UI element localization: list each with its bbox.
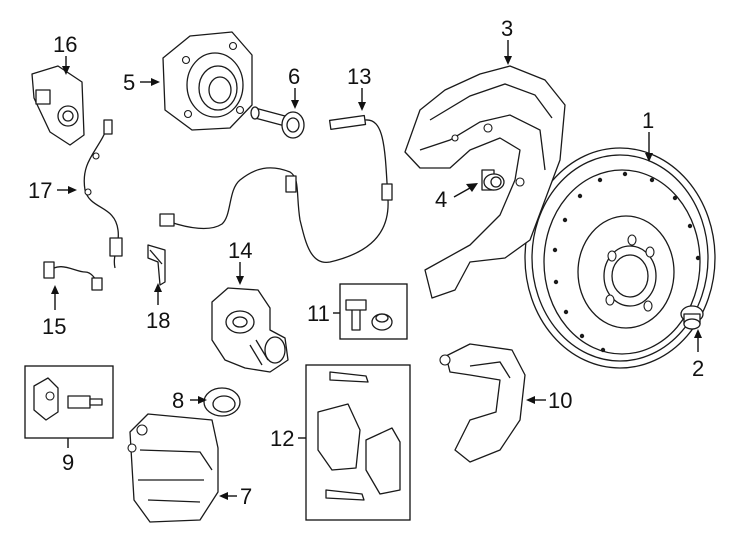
caliper-bracket xyxy=(439,343,526,463)
callout-8: 8 xyxy=(172,388,184,413)
flange-bolt xyxy=(481,169,505,191)
callout-13: 13 xyxy=(347,64,371,89)
hub-bolt xyxy=(250,106,305,139)
parking-brake-motor xyxy=(211,287,289,373)
callout-18: 18 xyxy=(146,308,170,333)
plug-bolt xyxy=(680,305,704,330)
wear-sensor-harness xyxy=(159,114,393,263)
callout-12: 12 xyxy=(270,426,294,451)
abs-sensor xyxy=(31,65,85,146)
callout-2: 2 xyxy=(692,356,704,381)
callout-9: 9 xyxy=(62,450,74,475)
callout-3: 3 xyxy=(501,16,513,41)
callout-4: 4 xyxy=(435,187,447,212)
piston-seal xyxy=(203,387,241,417)
brake-rotor xyxy=(524,147,716,369)
splash-shield xyxy=(404,65,566,299)
sensor-wire xyxy=(43,261,103,291)
callout-11: 11 xyxy=(307,301,330,326)
abs-sensor-harness xyxy=(83,119,123,269)
callout-14: 14 xyxy=(228,238,252,263)
callout-5: 5 xyxy=(123,70,135,95)
leader-lines xyxy=(51,40,702,500)
sensor-connector-kit xyxy=(24,365,114,439)
callout-labels: 1 2 3 4 5 6 7 8 9 10 11 12 13 14 15 16 1… xyxy=(28,16,704,509)
callout-10: 10 xyxy=(548,388,572,413)
callout-1: 1 xyxy=(642,108,654,133)
clip xyxy=(147,244,166,286)
callout-17: 17 xyxy=(28,178,52,203)
brake-pad-set xyxy=(305,364,411,521)
callout-16: 16 xyxy=(53,32,77,57)
caliper xyxy=(127,413,219,523)
wheel-hub-bearing xyxy=(162,31,253,131)
callout-15: 15 xyxy=(42,314,66,339)
callout-6: 6 xyxy=(288,64,300,89)
bolt-kit xyxy=(339,283,408,340)
callout-7: 7 xyxy=(240,484,252,509)
